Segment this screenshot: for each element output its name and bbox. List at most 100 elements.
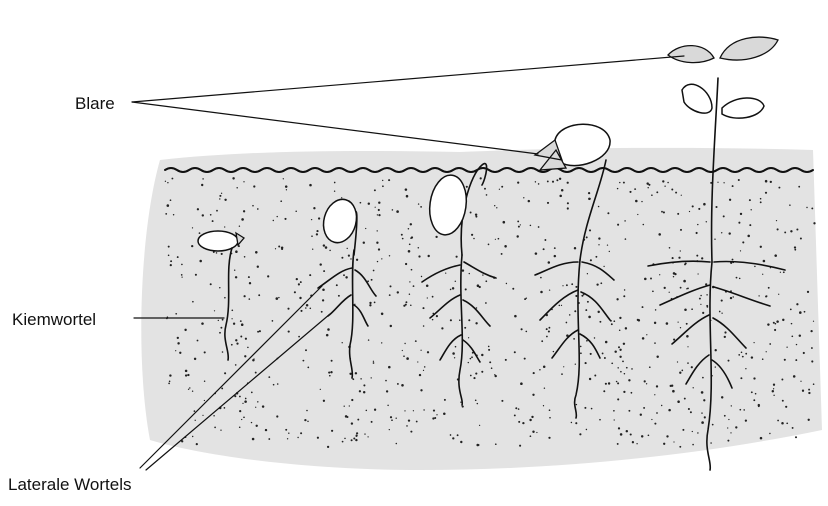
- soil-dot: [322, 289, 325, 292]
- soil-dot: [410, 237, 412, 239]
- soil-dot: [241, 218, 244, 221]
- soil-dot: [386, 390, 388, 392]
- soil-dot: [377, 261, 378, 262]
- soil-dot: [408, 228, 410, 230]
- soil-dot: [219, 195, 221, 197]
- soil-dot: [586, 429, 587, 430]
- soil-dot: [221, 253, 223, 255]
- soil-dot: [280, 200, 282, 202]
- soil-dot: [700, 295, 702, 297]
- soil-dot: [235, 339, 237, 341]
- soil-dot: [628, 410, 630, 412]
- soil-dot: [678, 322, 679, 323]
- soil-dot: [607, 212, 609, 214]
- soil-dot: [420, 206, 422, 208]
- soil-dot: [316, 233, 318, 235]
- soil-dot: [329, 375, 331, 377]
- soil-dot: [651, 419, 652, 420]
- soil-dot: [348, 255, 350, 257]
- soil-dot: [241, 323, 244, 326]
- soil-dot: [585, 309, 587, 311]
- soil-dot: [532, 394, 534, 396]
- soil-dot: [777, 420, 779, 422]
- soil-dot: [528, 200, 530, 202]
- soil-dot: [732, 296, 733, 297]
- soil-dot: [236, 343, 238, 345]
- soil-dot: [192, 301, 194, 303]
- soil-dot: [465, 288, 467, 290]
- soil-dot: [687, 346, 688, 347]
- soil-dot: [322, 299, 324, 301]
- soil-dot: [661, 211, 663, 213]
- soil-dot: [214, 427, 216, 429]
- soil-dot: [262, 405, 264, 407]
- soil-dot: [267, 275, 269, 277]
- soil-dot: [388, 179, 390, 181]
- soil-dot: [401, 384, 404, 387]
- soil-dot: [480, 177, 482, 179]
- soil-dot: [602, 352, 604, 354]
- soil-dot: [586, 340, 588, 342]
- soil-dot: [766, 351, 767, 352]
- soil-dot: [619, 182, 620, 183]
- soil-dot: [603, 390, 605, 392]
- soil-dot: [231, 309, 233, 311]
- soil-dot: [807, 291, 809, 293]
- soil-dot: [721, 232, 722, 233]
- soil-dot: [656, 355, 658, 357]
- soil-dot: [701, 421, 704, 424]
- soil-dot: [344, 406, 345, 407]
- soil-dot: [240, 336, 242, 338]
- soil-dot: [360, 378, 361, 379]
- soil-dot: [735, 426, 737, 428]
- soil-dot: [403, 355, 405, 357]
- soil-dot: [177, 256, 179, 258]
- soil-dot: [344, 438, 346, 440]
- soil-dot: [257, 266, 259, 268]
- soil-dot: [268, 376, 270, 378]
- soil-dot: [420, 350, 421, 351]
- soil-dot: [679, 372, 681, 374]
- soil-dot: [548, 437, 550, 439]
- soil-dot: [747, 235, 750, 238]
- soil-dot: [625, 327, 627, 329]
- soil-dot: [277, 383, 279, 385]
- soil-dot: [310, 308, 312, 310]
- cotyledon: [722, 98, 764, 118]
- soil-dot: [626, 367, 628, 369]
- soil-dot: [245, 338, 247, 340]
- soil-dot: [195, 420, 196, 421]
- soil-dot: [707, 306, 709, 308]
- soil-dot: [539, 369, 541, 371]
- label-radicle: Kiemwortel: [12, 311, 96, 328]
- soil-dot: [192, 227, 193, 228]
- soil-dot: [576, 404, 577, 405]
- soil-dot: [488, 349, 490, 351]
- soil-dot: [604, 357, 606, 359]
- soil-dot: [598, 237, 600, 239]
- soil-dot: [275, 248, 276, 249]
- soil-dot: [272, 320, 274, 322]
- soil-dot: [468, 319, 470, 321]
- soil-dot: [309, 184, 312, 187]
- soil-dot: [450, 289, 452, 291]
- soil-dot: [297, 437, 298, 438]
- soil-dot: [177, 337, 179, 339]
- soil-dot: [504, 245, 507, 248]
- soil-dot: [567, 202, 569, 204]
- soil-dot: [721, 313, 722, 314]
- soil-dot: [530, 435, 532, 437]
- soil-dot: [498, 238, 500, 240]
- soil-dot: [321, 311, 323, 313]
- soil-dot: [663, 211, 665, 213]
- soil-dot: [605, 383, 607, 385]
- soil-dot: [532, 430, 534, 432]
- soil-dot: [285, 429, 287, 431]
- soil-dot: [495, 239, 496, 240]
- soil-dot: [191, 245, 193, 247]
- soil-dot: [535, 181, 536, 182]
- soil-dot: [171, 178, 173, 180]
- soil-dot: [517, 220, 519, 222]
- soil-dot: [213, 415, 215, 417]
- leader-line-leaves-to-stage5: [132, 56, 684, 102]
